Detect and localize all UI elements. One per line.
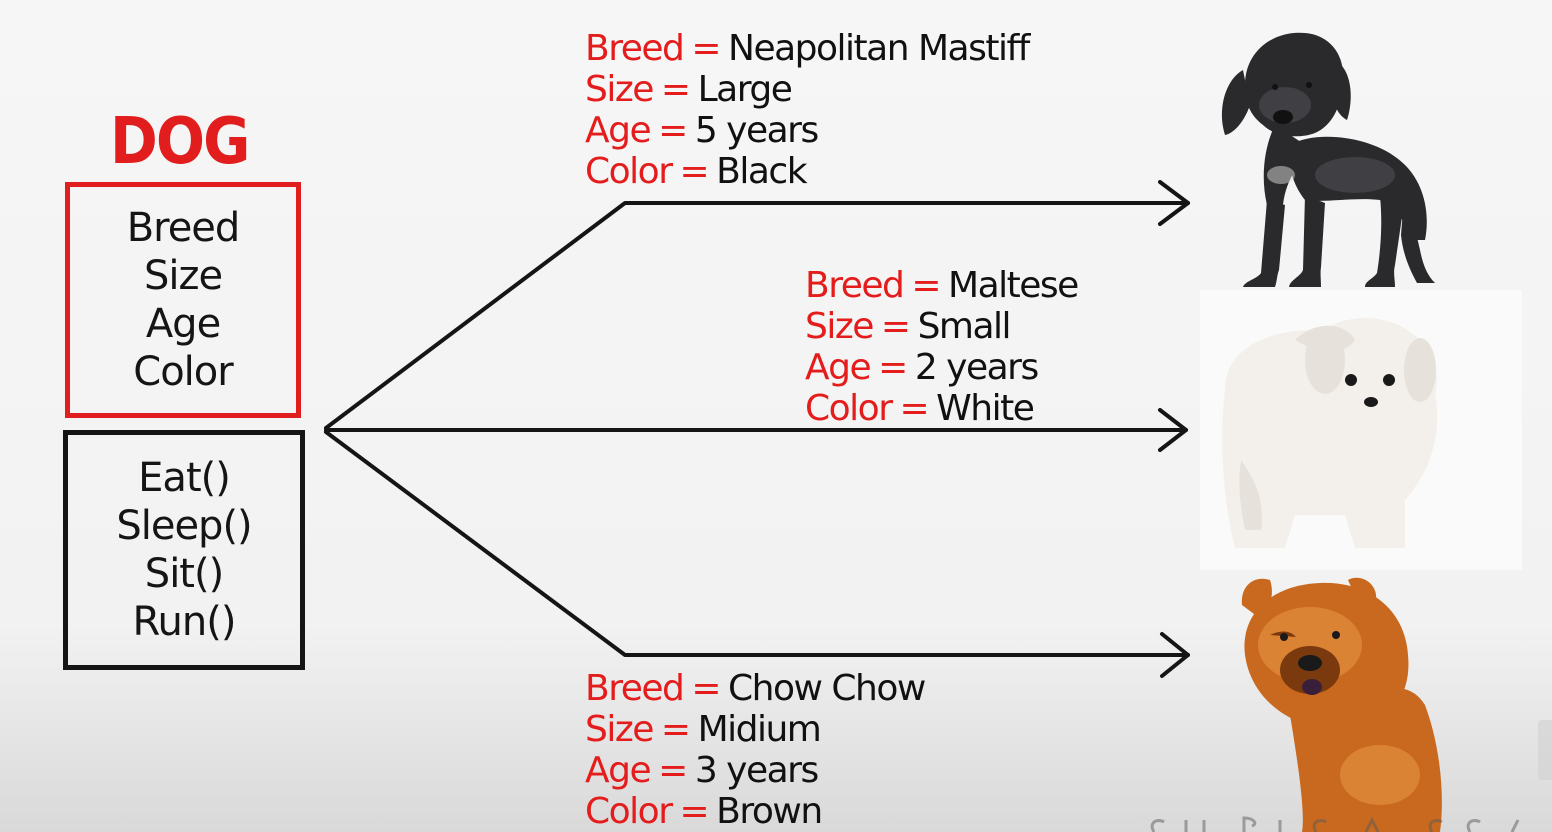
property-value: Brown <box>716 791 823 832</box>
property-value: 2 years <box>914 347 1039 388</box>
property-row: Color=White <box>805 388 1078 429</box>
property-key: Breed <box>805 265 905 306</box>
white-maltese-image <box>1222 318 1438 548</box>
property-key: Color <box>585 791 673 832</box>
arrow-to-chow <box>324 430 1190 657</box>
property-row: Color=Brown <box>585 791 925 832</box>
class-methods-box: Eat() Sleep() Sit() Run() <box>63 430 305 670</box>
property-key: Age <box>805 347 872 388</box>
property-key: Age <box>585 110 652 151</box>
attribute-color: Color <box>133 349 233 395</box>
property-key: Age <box>585 750 652 791</box>
equals-sign: = <box>660 709 691 750</box>
object-mastiff-properties: Breed=Neapolitan Mastiff Size=Large Age=… <box>585 28 1030 192</box>
method-eat: Eat() <box>138 455 231 501</box>
equals-sign: = <box>899 388 930 429</box>
property-row: Age=2 years <box>805 347 1078 388</box>
class-title: DOG <box>110 105 250 179</box>
property-value: Neapolitan Mastiff <box>728 28 1030 69</box>
equals-sign: = <box>679 791 710 832</box>
object-chow-properties: Breed=Chow Chow Size=Midium Age=3 years … <box>585 668 926 832</box>
equals-sign: = <box>911 265 941 306</box>
property-row: Breed=Maltese <box>805 265 1079 306</box>
property-row: Breed=Neapolitan Mastiff <box>585 28 1030 69</box>
property-value: 5 years <box>694 110 819 151</box>
equals-sign: = <box>691 28 721 69</box>
property-key: Breed <box>585 668 685 709</box>
property-row: Age=5 years <box>585 110 1029 151</box>
property-value: Maltese <box>948 265 1079 306</box>
arrowhead-maltese <box>1158 408 1188 452</box>
attribute-breed: Breed <box>126 205 241 251</box>
black-mastiff-image <box>1221 32 1435 287</box>
watermark-decoration <box>1140 810 1540 832</box>
property-value: 3 years <box>694 750 819 791</box>
property-row: Size=Midium <box>585 709 925 750</box>
property-row: Age=3 years <box>585 750 925 791</box>
equals-sign: = <box>679 151 710 192</box>
equals-sign: = <box>660 69 691 110</box>
method-run: Run() <box>132 599 237 645</box>
property-key: Color <box>805 388 893 429</box>
brown-chow-image <box>1241 577 1442 832</box>
property-row: Breed=Chow Chow <box>585 668 926 709</box>
property-key: Size <box>805 306 874 347</box>
property-key: Breed <box>585 28 685 69</box>
class-attributes-box: Breed Size Age Color <box>65 182 301 418</box>
watermark-strokes <box>1150 816 1520 832</box>
equals-sign: = <box>658 750 688 791</box>
attribute-size: Size <box>143 253 223 299</box>
side-scroll-tab <box>1538 720 1552 780</box>
property-row: Size=Small <box>805 306 1078 347</box>
object-maltese-properties: Breed=Maltese Size=Small Age=2 years Col… <box>805 265 1079 429</box>
equals-sign: = <box>658 110 688 151</box>
equals-sign: = <box>691 668 721 709</box>
equals-sign: = <box>880 306 911 347</box>
property-value: Black <box>716 151 807 192</box>
property-row: Size=Large <box>585 69 1029 110</box>
arrowhead-chow <box>1160 632 1190 678</box>
method-sleep: Sleep() <box>116 503 252 549</box>
equals-sign: = <box>878 347 908 388</box>
arrow-to-mastiff <box>324 201 1190 430</box>
property-key: Color <box>585 151 673 192</box>
property-row: Color=Black <box>585 151 1029 192</box>
arrowhead-mastiff <box>1158 180 1190 226</box>
property-value: Small <box>917 306 1012 347</box>
property-key: Size <box>585 69 654 110</box>
property-key: Size <box>585 709 654 750</box>
property-value: White <box>936 388 1035 429</box>
property-value: Midium <box>697 709 822 750</box>
method-sit: Sit() <box>144 551 224 597</box>
attribute-age: Age <box>145 301 221 347</box>
property-value: Chow Chow <box>728 668 926 709</box>
property-value: Large <box>697 69 793 110</box>
